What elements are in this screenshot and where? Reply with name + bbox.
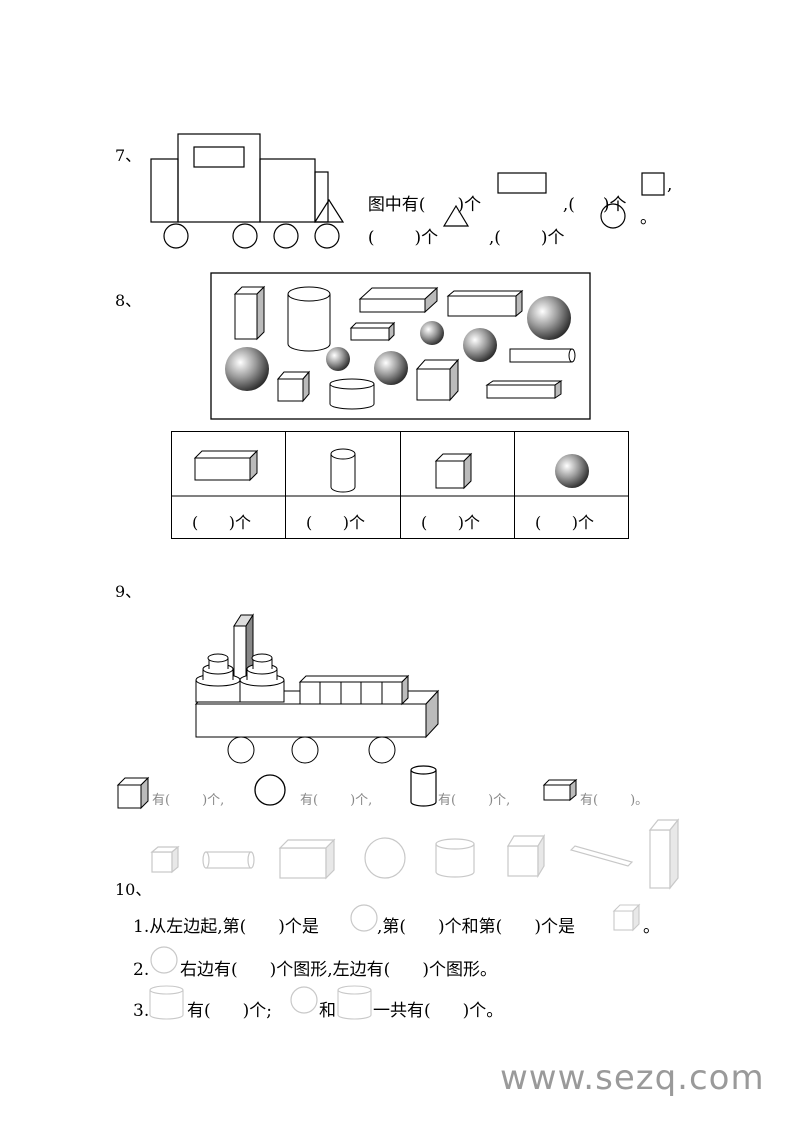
sphere-3 [463, 328, 497, 362]
q10-cylinder-lying [202, 851, 255, 869]
train-front-triangle [313, 198, 345, 223]
q7-text-d: )个 [602, 195, 627, 215]
table-cuboid-icon [193, 449, 259, 482]
short-cylinder-1 [329, 378, 375, 410]
q10-tall-cuboid [648, 818, 680, 890]
rectangle-shape-icon [497, 172, 547, 194]
q7-text-a: 图中有( [367, 195, 426, 215]
solids-picture-box [210, 272, 591, 420]
q10-line3-num: 3. [133, 1001, 150, 1021]
sphere-2 [420, 321, 444, 345]
table-sphere-icon [555, 454, 589, 488]
circle-shape-icon [600, 203, 626, 229]
sphere-6 [374, 351, 408, 385]
truck-wheel-3 [368, 736, 396, 764]
table-cube-icon [434, 452, 473, 490]
q10-number: 10、 [115, 880, 152, 899]
table-cylinder-icon [330, 448, 356, 493]
tall-cuboid-1 [233, 285, 266, 341]
truck-figure [194, 613, 440, 764]
q10-small-cube [150, 845, 180, 874]
table-label-cuboid: ( )个 [192, 513, 252, 532]
q7-line1-second: ,( )个 [552, 175, 627, 215]
q9-answer-2: 有()个, [300, 793, 373, 808]
q10-line1-circle-icon [350, 904, 378, 932]
q10-cuboid [278, 838, 336, 880]
flat-cuboid-4 [485, 380, 563, 399]
q7-line2-c: ,( [488, 228, 501, 248]
train-body-rect [259, 158, 316, 223]
flat-cuboid-2 [446, 289, 524, 318]
thin-cylinder-1 [509, 348, 576, 363]
train-front-rect [314, 171, 329, 223]
q9-circle-icon [254, 774, 286, 806]
q7-line2: ( )个 [357, 208, 438, 248]
q10-line1: 1.从左边起,第()个是 [133, 917, 319, 937]
q10-stick [569, 845, 634, 867]
q10-line3-and: 和 [319, 1001, 336, 1021]
q7-line1-comma: , [667, 175, 673, 195]
q7-line2-b: )个 [414, 228, 439, 248]
train-wheel-1 [163, 223, 189, 249]
q9-cuboid-icon [542, 778, 578, 802]
truck-wheel-2 [291, 736, 319, 764]
cube-1 [276, 370, 311, 403]
train-wheel-4 [314, 223, 340, 249]
q10-line3-cylinder-icon [149, 985, 184, 1020]
q9-answer-4: 有()。 [580, 793, 649, 808]
sphere-4 [225, 347, 269, 391]
truck-wheel-1 [227, 736, 255, 764]
q8-number: 8、 [115, 291, 142, 310]
cube-row [298, 674, 410, 706]
table-label-sphere: ( )个 [535, 513, 595, 532]
q7-line2-d: )个 [540, 228, 565, 248]
q7-line1: 图中有( )个 [357, 175, 481, 215]
table-label-cube: ( )个 [421, 513, 481, 532]
q10-shapes-row [150, 818, 680, 890]
q10-line1-cube-icon [612, 903, 641, 932]
table-label-cylinder: ( )个 [306, 513, 366, 532]
q7-text-c: ,( [562, 195, 575, 215]
q10-line2-text: 右边有()个图形,左边有()个图形。 [180, 960, 497, 980]
sphere-1 [527, 296, 571, 340]
q10-circle [364, 837, 406, 879]
q10-line1-part2: ,第()个和第()个是 [377, 917, 575, 937]
q7-line2-a: ( [367, 228, 375, 248]
q10-cube [506, 833, 546, 879]
q9-cylinder-icon [410, 765, 437, 807]
train-figure [150, 133, 345, 249]
flat-cuboid-1 [358, 286, 439, 314]
q7-line2-period: 。 [640, 208, 657, 228]
train-window-rect [193, 146, 245, 168]
truck-bed [194, 689, 440, 739]
q7-text-b: )个 [457, 195, 482, 215]
q10-line3-part2: 一共有()个。 [373, 1001, 504, 1021]
flat-cuboid-3 [349, 321, 396, 342]
train-wheel-2 [232, 223, 258, 249]
q10-line3-circle-icon [290, 986, 318, 1014]
q9-answer-3: 有()个, [438, 793, 511, 808]
left-cylinder-stack [195, 653, 241, 703]
q10-line1-period: 。 [643, 917, 660, 937]
train-back-rect [150, 158, 179, 223]
train-wheel-3 [273, 223, 299, 249]
cylinder-1 [287, 286, 331, 352]
cube-2 [415, 358, 460, 402]
square-shape-icon [641, 172, 665, 196]
triangle-shape-icon [442, 204, 470, 227]
q10-short-cylinder [435, 838, 475, 878]
right-cylinder-stack [239, 653, 285, 703]
q7-line2-second: ,( )个 [478, 208, 565, 248]
q9-number: 9、 [115, 582, 142, 601]
sphere-5 [326, 347, 350, 371]
q10-line2-circle-icon [150, 946, 178, 974]
q9-cube-icon [116, 776, 150, 810]
q7-number: 7、 [115, 146, 142, 165]
q9-answer-1: 有()个, [152, 793, 225, 808]
q10-line2-num: 2. [133, 960, 150, 980]
q10-line3-cylinder-icon-2 [337, 985, 372, 1020]
q10-line3-part1: 有()个; [187, 1001, 273, 1021]
q8-answer-table [171, 431, 629, 539]
watermark: www.sezq.com [500, 1058, 765, 1098]
